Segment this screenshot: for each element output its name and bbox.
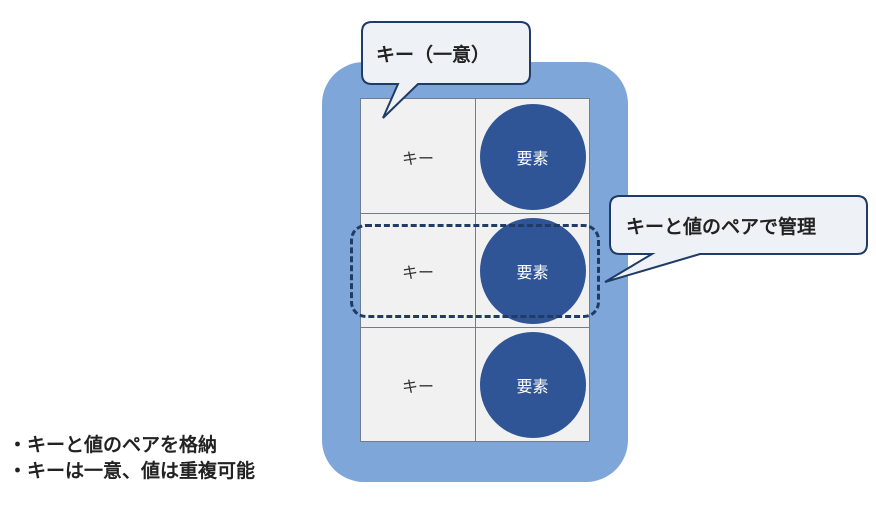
value-cell: 要素 — [476, 99, 589, 214]
pair-highlight-dashed-box — [350, 224, 600, 318]
element-circle: 要素 — [479, 331, 586, 438]
bullet-item: ・キーと値のペアを格納 — [8, 434, 218, 456]
pair-callout-bubble — [604, 195, 868, 283]
bullet-list: ・キーと値のペアを格納 ・キーは一意、値は重複可能 — [8, 432, 255, 484]
key-label: キー — [401, 263, 434, 282]
pair-callout-text: キーと値のペアで管理 — [626, 216, 817, 238]
unique-key-callout-bubble — [361, 21, 531, 119]
value-cell: 要素 — [476, 328, 589, 441]
row-divider — [361, 213, 589, 214]
key-label: キー — [401, 148, 434, 168]
element-label: 要素 — [516, 148, 549, 168]
unique-key-callout-text: キー（一意） — [376, 44, 491, 66]
element-circle: 要素 — [479, 218, 586, 324]
key-cell: キー — [361, 328, 476, 441]
key-cell: キー — [361, 214, 476, 328]
row-divider — [361, 327, 589, 328]
element-label: 要素 — [516, 376, 549, 396]
element-circle: 要素 — [479, 103, 586, 210]
value-cell: 要素 — [476, 214, 589, 328]
bullet-item: ・キーは一意、値は重複可能 — [8, 460, 256, 482]
key-value-table: キー 要素 キー 要素 キー 要素 — [360, 98, 590, 442]
key-cell: キー — [361, 99, 476, 214]
key-label: キー — [401, 376, 434, 396]
element-label: 要素 — [516, 263, 549, 282]
